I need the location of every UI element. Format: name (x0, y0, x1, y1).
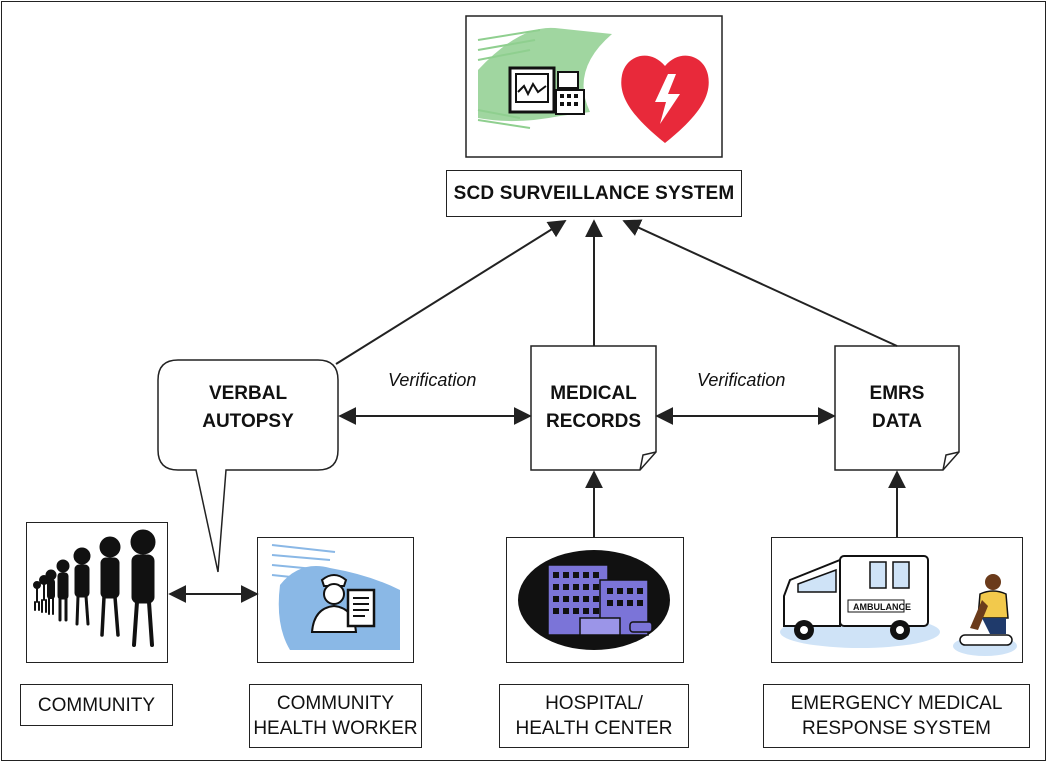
people-silhouettes-icon (33, 529, 156, 647)
hospital-building-icon (518, 550, 670, 650)
ambulance-cpr-icon: AMBULANCE (780, 555, 1017, 656)
verification-left-label: Verification (388, 370, 477, 390)
system-title: SCD SURVEILLANCE SYSTEM (453, 182, 735, 204)
emrs-data-note (834, 345, 960, 471)
verbal-autopsy-bubble (157, 359, 339, 573)
hospital-image-box (506, 537, 684, 663)
medical-records-label: MEDICAL RECORDS (545, 383, 641, 432)
ems-image-box (771, 537, 1023, 663)
verification-right-label: Verification (697, 370, 786, 390)
svg-text:AMBULANCE: AMBULANCE (853, 602, 911, 612)
emergency-label: EMERGENCY MEDICAL RESPONSE SYSTEM (763, 684, 1030, 748)
hospital-label: HOSPITAL/ HEALTH CENTER (499, 684, 689, 748)
medical-records-note (530, 345, 657, 471)
arrow-emrs-to-system (622, 219, 898, 347)
medical-monitor-icon (477, 27, 612, 129)
community-health-worker-label: COMMUNITY HEALTH WORKER (249, 684, 422, 748)
system-title-box: SCD SURVEILLANCE SYSTEM (446, 170, 742, 217)
verbal-autopsy-label: VERBAL AUTOPSY (202, 383, 294, 432)
arrow-verbal-to-system (335, 220, 567, 365)
aed-heart-icon (621, 55, 709, 143)
community-image-box (26, 522, 168, 663)
community-label: COMMUNITY (20, 684, 173, 726)
emrs-data-label: EMRS DATA (869, 383, 925, 432)
health-worker-image-box (257, 537, 414, 663)
health-worker-clipboard-icon (271, 544, 400, 650)
